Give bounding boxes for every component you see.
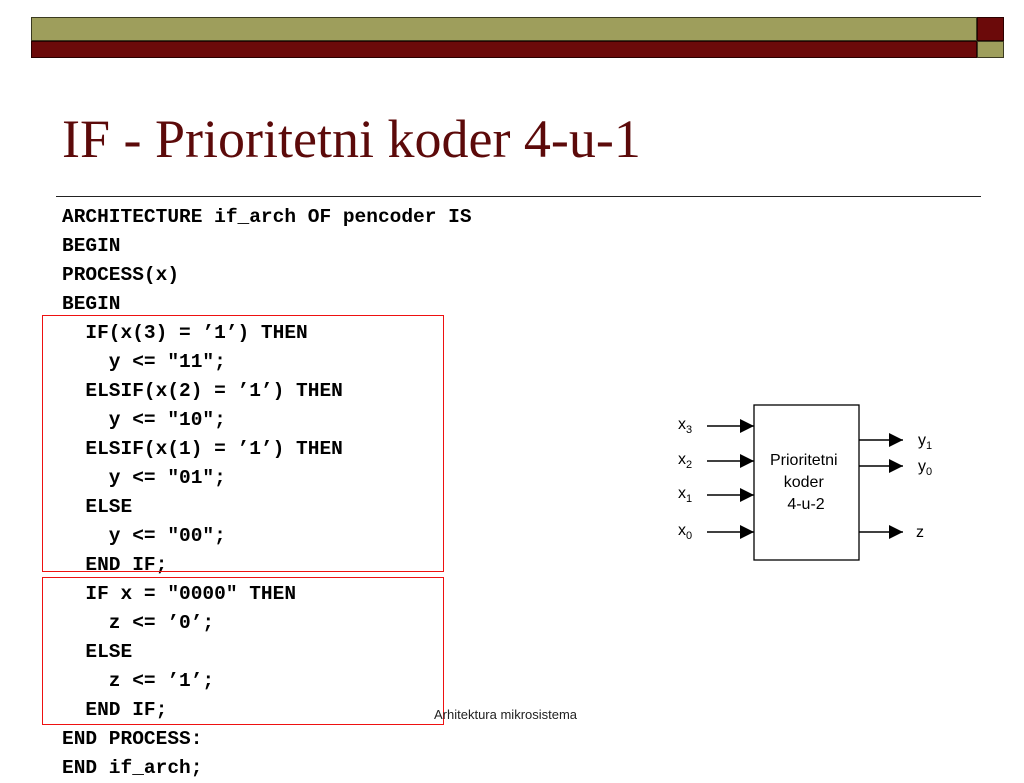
slide-footer: Arhitektura mikrosistema (434, 707, 578, 722)
block-label: Prioritetni koder 4-u-2 (770, 452, 842, 513)
input-label-x1: x1 (678, 485, 692, 505)
input-label-x2: x2 (678, 451, 692, 471)
output-label-y0: y0 (918, 458, 932, 478)
code-line: BEGIN (62, 235, 121, 257)
block-label-line: 4-u-2 (787, 496, 824, 513)
top-decorative-band (0, 0, 1024, 60)
code-line: END IF; (62, 699, 168, 721)
highlight-box-if-y (42, 315, 444, 572)
highlight-box-if-z (42, 577, 444, 725)
code-line: END PROCESS: (62, 728, 203, 750)
vhdl-code-block: ARCHITECTURE if_arch OF pencoder IS BEGI… (62, 203, 472, 783)
code-line: BEGIN (62, 293, 121, 315)
code-line: y <= "10"; (62, 409, 226, 431)
code-line: y <= "11"; (62, 351, 226, 373)
encoder-block-diagram: Prioritetni koder 4-u-2 x3 x2 x1 x0 y1 y… (678, 404, 932, 561)
output-label-z: z (916, 524, 924, 541)
code-line: ELSIF(x(2) = ’1’) THEN (62, 380, 343, 402)
block-label-line: Prioritetni (770, 452, 838, 469)
code-line: END if_arch; (62, 757, 203, 779)
code-line: y <= "00"; (62, 525, 226, 547)
output-label-y1: y1 (918, 432, 932, 452)
code-line: END IF; (62, 554, 168, 576)
code-line: PROCESS(x) (62, 264, 180, 286)
code-line: ELSE (62, 641, 133, 663)
code-line: ELSIF(x(1) = ’1’) THEN (62, 438, 343, 460)
block-label-line: koder (784, 474, 825, 491)
code-line: IF(x(3) = ’1’) THEN (62, 322, 308, 344)
band-corner-red (977, 17, 1004, 41)
code-line: ARCHITECTURE if_arch OF pencoder IS (62, 206, 472, 228)
code-line: ELSE (62, 496, 133, 518)
band-olive-bar (31, 17, 977, 41)
slide-title: IF - Prioritetni koder 4-u-1 (62, 109, 641, 169)
band-red-bar (31, 41, 977, 58)
input-label-x3: x3 (678, 416, 692, 436)
code-line: y <= "01"; (62, 467, 226, 489)
input-label-x0: x0 (678, 522, 692, 542)
code-line: IF x = "0000" THEN (62, 583, 297, 605)
encoder-block (753, 404, 860, 561)
band-corner-olive (977, 41, 1004, 58)
title-divider (56, 196, 981, 197)
code-line: z <= ’1’; (62, 670, 215, 692)
code-line: z <= ’0’; (62, 612, 215, 634)
